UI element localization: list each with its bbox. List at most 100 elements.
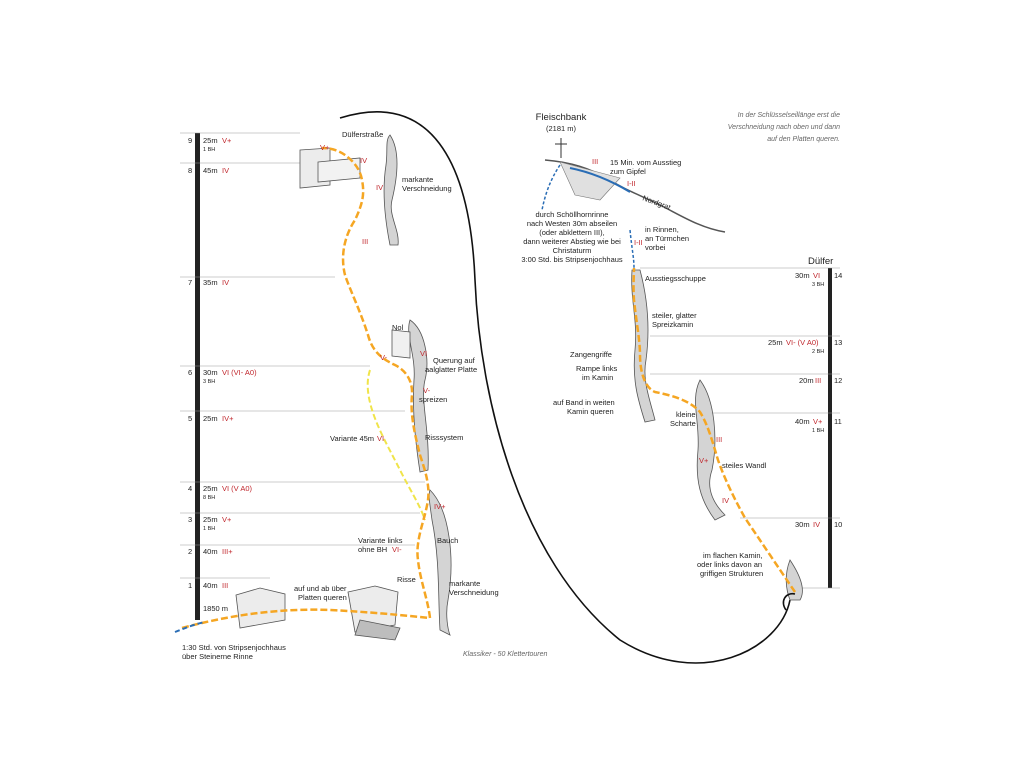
route-grade-iii-right: III [716, 435, 722, 444]
label-flacher-kamin-3: griffigen Strukturen [700, 569, 763, 578]
label-variante-links-2: ohne BH [358, 545, 387, 554]
pitch-length: 25m [203, 136, 218, 145]
pitch-number: 12 [834, 376, 842, 385]
label-variante-45m-grade: VI [377, 434, 384, 443]
route-grade-iii: III [362, 237, 368, 246]
pitch-1: 1 40m III [188, 581, 228, 590]
label-rampe-2: im Kamin [582, 373, 613, 382]
pitch-8: 8 45m IV [188, 166, 229, 175]
label-querung-1: Querung auf [433, 356, 476, 365]
route-name: Dülfer [808, 256, 833, 267]
pitch-number: 11 [834, 417, 842, 426]
descent-line-west [541, 164, 561, 211]
label-nol: Nol [392, 323, 404, 332]
pitch-13: 13 25m VI- (V A0) 2 BH [768, 338, 842, 355]
label-duelferstrasse: Dülferstraße [342, 130, 383, 139]
label-kleine-scharte-1: kleine [676, 410, 696, 419]
pitch-length: 35m [203, 278, 218, 287]
label-gipfel-1: 15 Min. vom Ausstieg [610, 158, 681, 167]
label-rinnen-1: in Rinnen, [645, 225, 679, 234]
pitch-length: 25m [203, 414, 218, 423]
pitch-bolts: 1 BH [203, 526, 215, 532]
pitch-number: 1 [188, 581, 192, 590]
pitch-5: 5 25m IV+ [188, 414, 234, 423]
route-grade-i-ii-ridge: I-II [627, 179, 636, 188]
pitch-length: 30m [203, 368, 218, 377]
ridge-rock [559, 161, 621, 201]
pitch-2: 2 40m III+ [188, 547, 233, 556]
label-variante-links-1: Variante links [358, 536, 403, 545]
descent-line-ridge [569, 167, 631, 193]
label-risse: Risse [397, 575, 416, 584]
label-flacher-kamin-1: im flachen Kamin, [703, 551, 763, 560]
rock-faces-left [235, 134, 452, 641]
pitch-bolts: 1 BH [812, 428, 824, 434]
label-auf-und-ab-1: auf und ab über [294, 584, 347, 593]
pitch-length: 40m [795, 417, 810, 426]
summit-name: Fleischbank [536, 112, 587, 123]
pitch-grade: IV [222, 278, 229, 287]
pitch-number: 6 [188, 368, 192, 377]
pitch-length: 45m [203, 166, 218, 175]
route-grade-iii-ridge: III [592, 157, 598, 166]
label-nordgrat: Nordgrat [641, 193, 672, 212]
pitch-length: 30m [795, 520, 810, 529]
route-grade-v-plus-top: V+ [320, 143, 330, 152]
label-rinnen-2: an Türmchen [645, 234, 689, 243]
pitch-grade: VI [813, 271, 820, 280]
route-grade-vi: VI [420, 349, 427, 358]
pitch-grade: VI (V A0) [222, 484, 253, 493]
pitch-grade: V+ [222, 136, 232, 145]
pitch-grade: IV+ [222, 414, 234, 423]
pitch-number: 9 [188, 136, 192, 145]
pitch-length: 25m [203, 515, 218, 524]
pitch-length: 25m [203, 484, 218, 493]
pitch-scale-bar-right [828, 268, 832, 588]
descent-line-rinnen [629, 229, 635, 269]
label-markante-verschneidung-bottom-1: markante [449, 579, 480, 588]
label-auf-und-ab-2: Platten queren [298, 593, 347, 602]
pitch-number: 2 [188, 547, 192, 556]
label-spreizkamin-2: Spreizkamin [652, 320, 693, 329]
label-variante-links-grade: VI- [392, 545, 402, 554]
label-risssystem: Risssystem [425, 433, 463, 442]
note-line-1: In der Schlüsselseillänge erst die [738, 112, 840, 119]
route-end-curl [782, 592, 796, 611]
pitch-bolts: 8 BH [203, 495, 215, 501]
pitch-grade: IV [222, 166, 229, 175]
pitch-10: 10 30m IV [795, 520, 842, 529]
label-band-2: Kamin queren [567, 407, 614, 416]
pitch-number: 14 [834, 271, 842, 280]
footer-caption: Klassiker - 50 Klettertouren [463, 651, 548, 658]
pitch-length: 40m [203, 581, 218, 590]
main-route-line-right [632, 267, 797, 593]
label-spreizkamin-1: steiler, glatter [652, 311, 697, 320]
label-markante-verschneidung-top-2: Verschneidung [402, 184, 452, 193]
summit-altitude: (2181 m) [546, 124, 577, 133]
label-zangengriffe: Zangengriffe [570, 350, 612, 359]
pitch-number: 4 [188, 484, 192, 493]
pitch-7: 7 35m IV [188, 278, 229, 287]
label-gipfel-2: zum Gipfel [610, 167, 646, 176]
label-spreizen-grade: V- [423, 386, 431, 395]
route-grade-iv-top: IV [360, 156, 367, 165]
label-kleine-scharte-2: Scharte [670, 419, 696, 428]
pitch-number: 3 [188, 515, 192, 524]
pitch-length: 40m [203, 547, 218, 556]
pitch-grade: III [222, 581, 228, 590]
route-grade-iv-plus: IV+ [434, 502, 446, 511]
pitch-9: 9 25m V+ 1 BH [188, 136, 232, 153]
label-band-1: auf Band in weiten [553, 398, 615, 407]
pitch-grade: III [815, 376, 821, 385]
note-line-2: Verschneidung nach oben und dann [728, 124, 840, 131]
label-abseilen-3: (oder abklettern III), [539, 228, 604, 237]
label-querung-2: aalglatter Platte [425, 365, 477, 374]
label-abseilen-2: nach Westen 30m abseilen [527, 219, 617, 228]
label-rinnen-3: vorbei [645, 243, 666, 252]
label-abseilen-6: 3:00 Std. bis Stripsenjochhaus [521, 255, 623, 264]
pitch-number: 8 [188, 166, 192, 175]
pitch-length: 25m [768, 338, 783, 347]
pitch-grade: VI- (V A0) [786, 338, 819, 347]
label-steiles-wandl: steiles Wandl [722, 461, 767, 470]
